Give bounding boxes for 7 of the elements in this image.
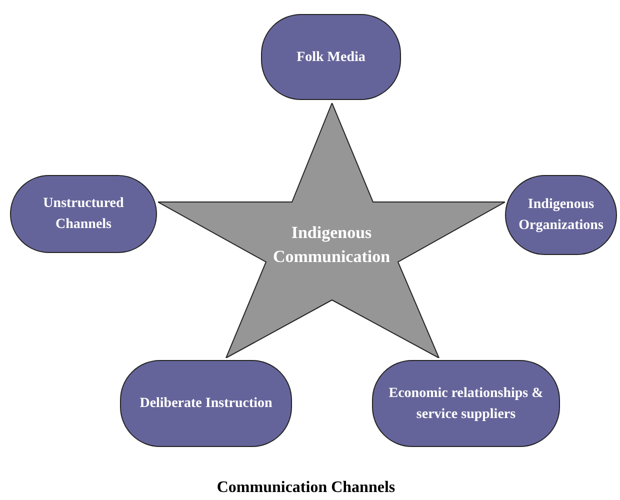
box-label: Folk Media: [296, 48, 366, 66]
star-label: Indigenous Communication: [272, 222, 392, 268]
box-label: Economic relationships & service suppliers: [388, 384, 544, 424]
box-label: Unstructured Channels: [42, 195, 125, 234]
caption: Communication Channels: [216, 478, 396, 498]
box-label: Indigenous Organizations: [518, 196, 604, 235]
box-label: Deliberate Instruction: [140, 395, 272, 413]
